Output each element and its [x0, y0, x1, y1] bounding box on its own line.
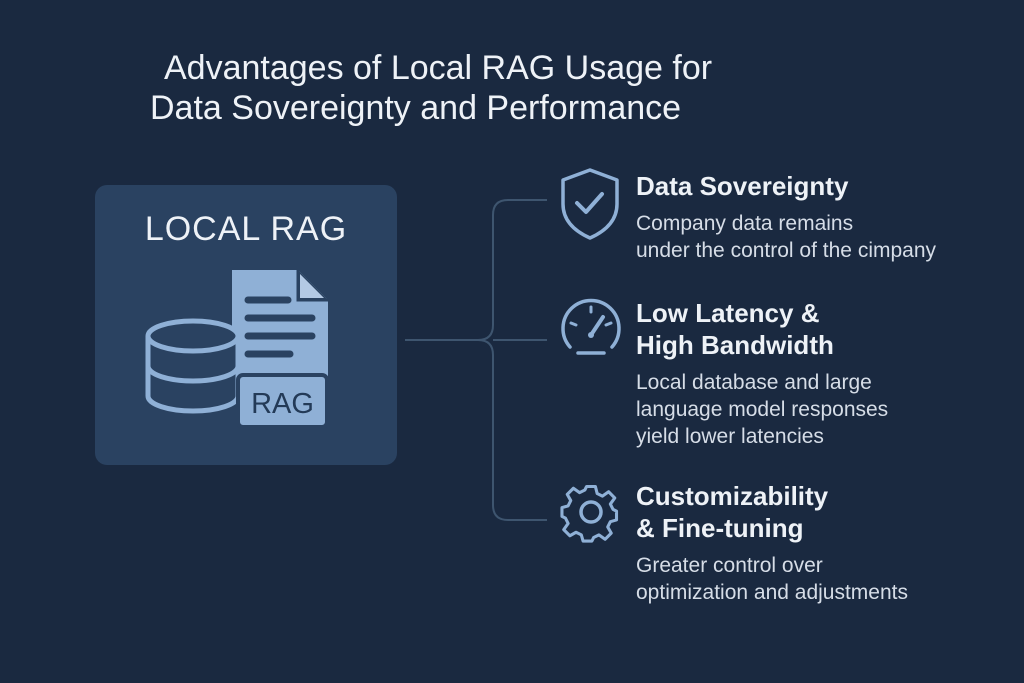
advantage-heading: Data Sovereignty [636, 171, 849, 201]
advantage-description: Greater control over optimization and ad… [636, 554, 908, 604]
gear-icon [560, 484, 619, 543]
card-heading: LOCAL RAG [144, 210, 348, 248]
title-line-2: Data Sovereignty and Performance [150, 89, 682, 127]
speedometer-icon [561, 298, 621, 355]
advantage-description: Local database and large language model … [636, 371, 889, 448]
title-line-1: Advantages of Local RAG Usage for [164, 49, 713, 87]
advantage-heading: Customizability & Fine-tuning [636, 481, 829, 543]
page-title: Advantages of Local RAG Usage for Data S… [150, 48, 850, 128]
advantage-heading: Low Latency & High Bandwidth [636, 298, 834, 360]
shield-check-icon [561, 168, 619, 240]
advantage-description: Company data remains under the control o… [636, 212, 937, 262]
document-icon [232, 270, 328, 400]
rag-badge-label: RAG [251, 388, 314, 420]
rag-badge: RAG [236, 373, 329, 429]
database-icon [145, 318, 241, 414]
